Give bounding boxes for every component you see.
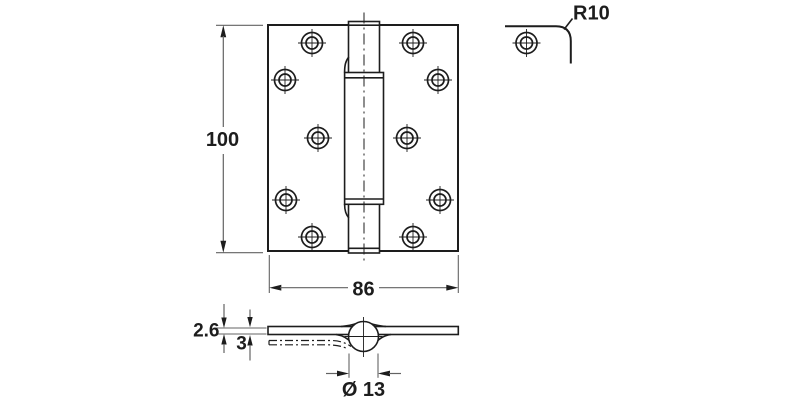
hinge-section-view bbox=[267, 317, 460, 357]
dimension-knuckle-diameter: Ø 13 bbox=[326, 353, 401, 400]
arrowhead-down bbox=[221, 317, 227, 328]
dimension-width: 86 bbox=[268, 255, 459, 301]
arrowhead-right bbox=[446, 284, 459, 291]
arrowhead-up bbox=[220, 25, 227, 38]
hidden-profile-line bbox=[269, 339, 352, 347]
hidden-profile-line bbox=[269, 344, 349, 350]
dimension-height: 100 bbox=[206, 24, 263, 254]
arrowhead-up bbox=[247, 335, 253, 346]
arrowhead-up bbox=[221, 334, 227, 345]
arrowhead-left bbox=[378, 370, 390, 377]
dimension-leaf-thickness: 2.6 bbox=[193, 304, 267, 353]
leader-line bbox=[563, 18, 574, 30]
dimension-corner-radius-label: R10 bbox=[573, 3, 610, 25]
leaf-wrap-step-bottom bbox=[343, 204, 350, 219]
leaf-wrap-step-top bbox=[343, 56, 350, 73]
dimension-width-label: 86 bbox=[352, 279, 374, 301]
arrowhead-right bbox=[337, 370, 349, 377]
dimension-knuckle-diameter-label: Ø 13 bbox=[342, 379, 385, 400]
arrowhead-left bbox=[269, 284, 282, 291]
hinge-front-view bbox=[267, 12, 459, 261]
dimension-mortise-depth: 3 bbox=[236, 309, 253, 361]
dimension-mortise-depth-label: 3 bbox=[236, 334, 247, 355]
knuckle bbox=[343, 12, 385, 261]
dimension-height-label: 100 bbox=[206, 129, 239, 151]
screw-hole bbox=[511, 28, 542, 58]
arrowhead-down bbox=[247, 317, 253, 328]
rounded-corner-outline bbox=[505, 25, 572, 64]
arrowhead-down bbox=[220, 240, 227, 253]
corner-radius-detail: R10 bbox=[505, 3, 610, 64]
dimension-leaf-thickness-label: 2.6 bbox=[193, 321, 219, 342]
